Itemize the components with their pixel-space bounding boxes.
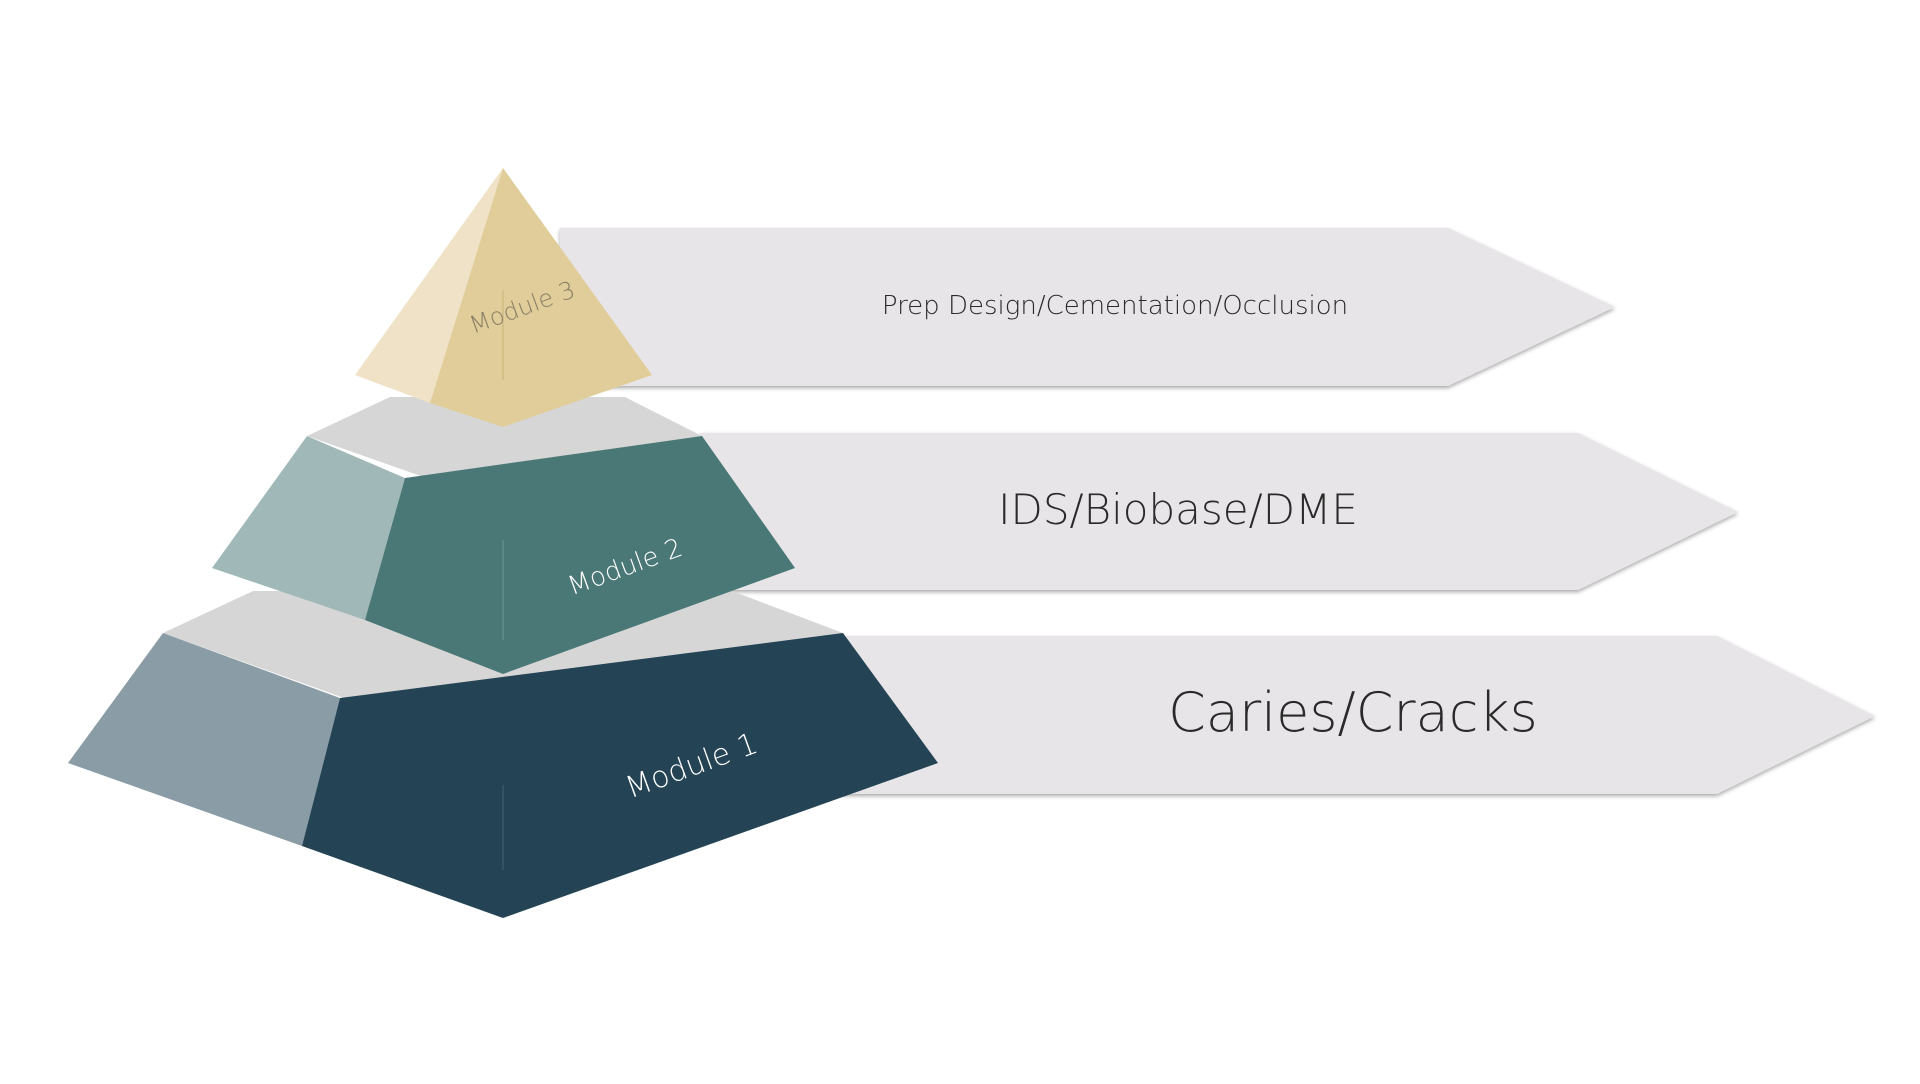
arrow-module-1: Caries/Cracks	[840, 636, 1875, 794]
pyramid-tier-module-2: Module 2	[212, 397, 795, 674]
arrow-module-3-text: Prep Design/Cementation/Occlusion	[882, 291, 1348, 321]
arrow-module-3: Prep Design/Cementation/Occlusion	[560, 228, 1615, 386]
arrow-module-2: IDS/Biobase/DME	[700, 433, 1738, 590]
arrow-module-2-text: IDS/Biobase/DME	[998, 485, 1358, 534]
pyramid-tier-module-3: Module 3	[355, 168, 652, 427]
arrow-module-1-text: Caries/Cracks	[1168, 681, 1538, 744]
